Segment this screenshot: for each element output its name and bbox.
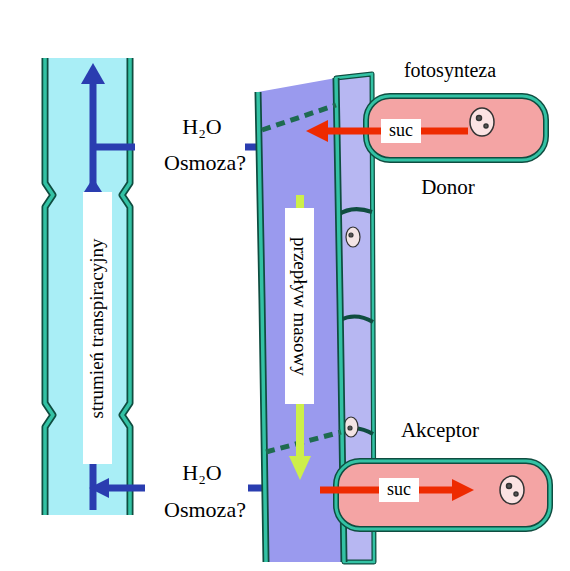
label-text: przepływ masowy — [288, 237, 309, 376]
sieve-plates — [262, 105, 341, 452]
molecule-label: H₂O — [182, 461, 221, 485]
process-label: Osmoza? — [164, 498, 246, 522]
process-label: Osmoza? — [164, 151, 246, 175]
sucrose-box: suc — [381, 119, 421, 143]
acceptor-cell — [336, 461, 550, 529]
cell-nuclei — [470, 108, 524, 504]
label-text: strumień transpiracyjny — [87, 238, 108, 418]
process-label: fotosynteza — [404, 59, 496, 81]
mass-flow-arrow — [289, 195, 311, 480]
label-text: suc — [387, 480, 411, 500]
xylem-walls — [45, 58, 130, 515]
xylem-vessel — [45, 58, 130, 515]
acceptor-cell: Akceptorsuc — [336, 461, 550, 529]
donor-cell: Donorsuc — [366, 96, 546, 160]
sucrose-arrows — [306, 120, 474, 501]
cell-name: Donor — [421, 176, 475, 199]
cell-name: Akceptor — [401, 419, 479, 442]
molecule-label: H₂O — [182, 115, 221, 139]
flow-label-box: przepływ masowy — [285, 208, 314, 404]
acceptor-wall — [336, 461, 550, 529]
sucrose-box: suc — [379, 478, 419, 502]
label-text: suc — [389, 121, 413, 141]
stream-label-box: strumień transpiracyjny — [83, 192, 112, 464]
